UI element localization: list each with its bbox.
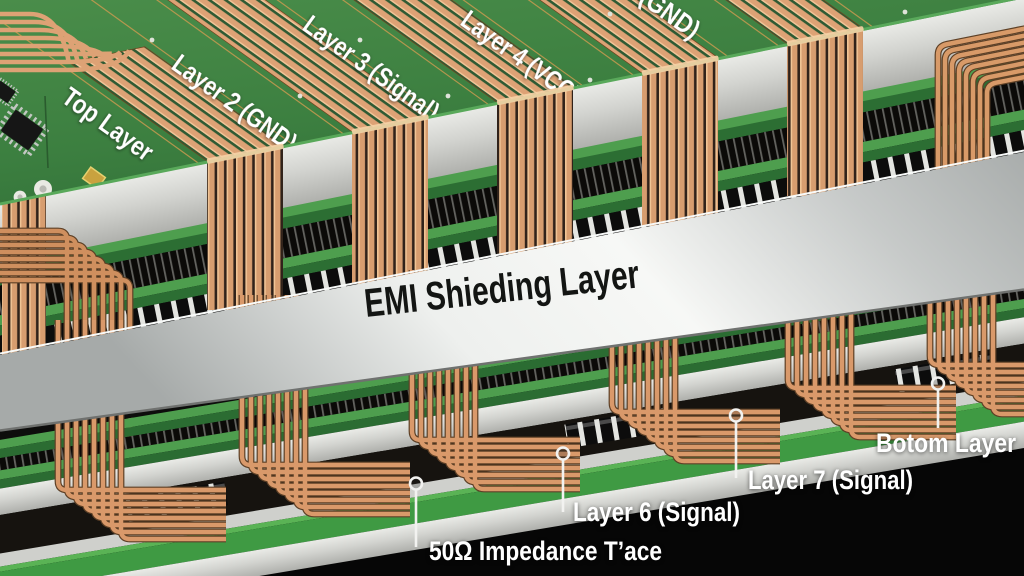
board-edge-lip	[0, 0, 1017, 206]
flex-ribbon-bundle	[497, 83, 573, 255]
callout-layer-6: Layer 6 (Signal)	[555, 446, 740, 527]
callout-impedance-trace: 50Ω Impedance Tʼace	[408, 476, 662, 566]
callouts: 50Ω Impedance Tʼace Layer 6 (Signal) Lay…	[408, 376, 1016, 566]
callout-label-layer-6: Layer 6 (Signal)	[573, 497, 740, 527]
callout-bottom-layer: Botom Layer	[876, 376, 1016, 458]
ribbon-fold-highlights	[206, 26, 864, 164]
callout-layer-7: Layer 7 (Signal)	[728, 408, 913, 495]
flex-ribbon-bundle	[642, 54, 718, 226]
smd-ic-chip	[0, 76, 52, 159]
upper-flex-ribbons	[0, 24, 1024, 450]
callout-dot	[728, 408, 744, 423]
flex-ribbon-bundle	[207, 142, 283, 310]
callout-label-bottom: Botom Layer	[876, 428, 1016, 458]
top-trace-bundles	[67, 0, 864, 162]
flex-ribbon-bundle	[352, 112, 428, 284]
callout-dot	[408, 476, 424, 491]
emi-shield-band: EMI Shieding Layer	[0, 149, 1024, 432]
corner-elbow-traces	[0, 11, 132, 73]
callout-label-impedance: 50Ω Impedance Tʼace	[429, 536, 662, 566]
callout-dot	[555, 446, 571, 461]
flex-ribbon-bundle	[787, 24, 863, 196]
callout-label-layer-7: Layer 7 (Signal)	[748, 465, 913, 495]
callout-dot	[930, 376, 946, 391]
